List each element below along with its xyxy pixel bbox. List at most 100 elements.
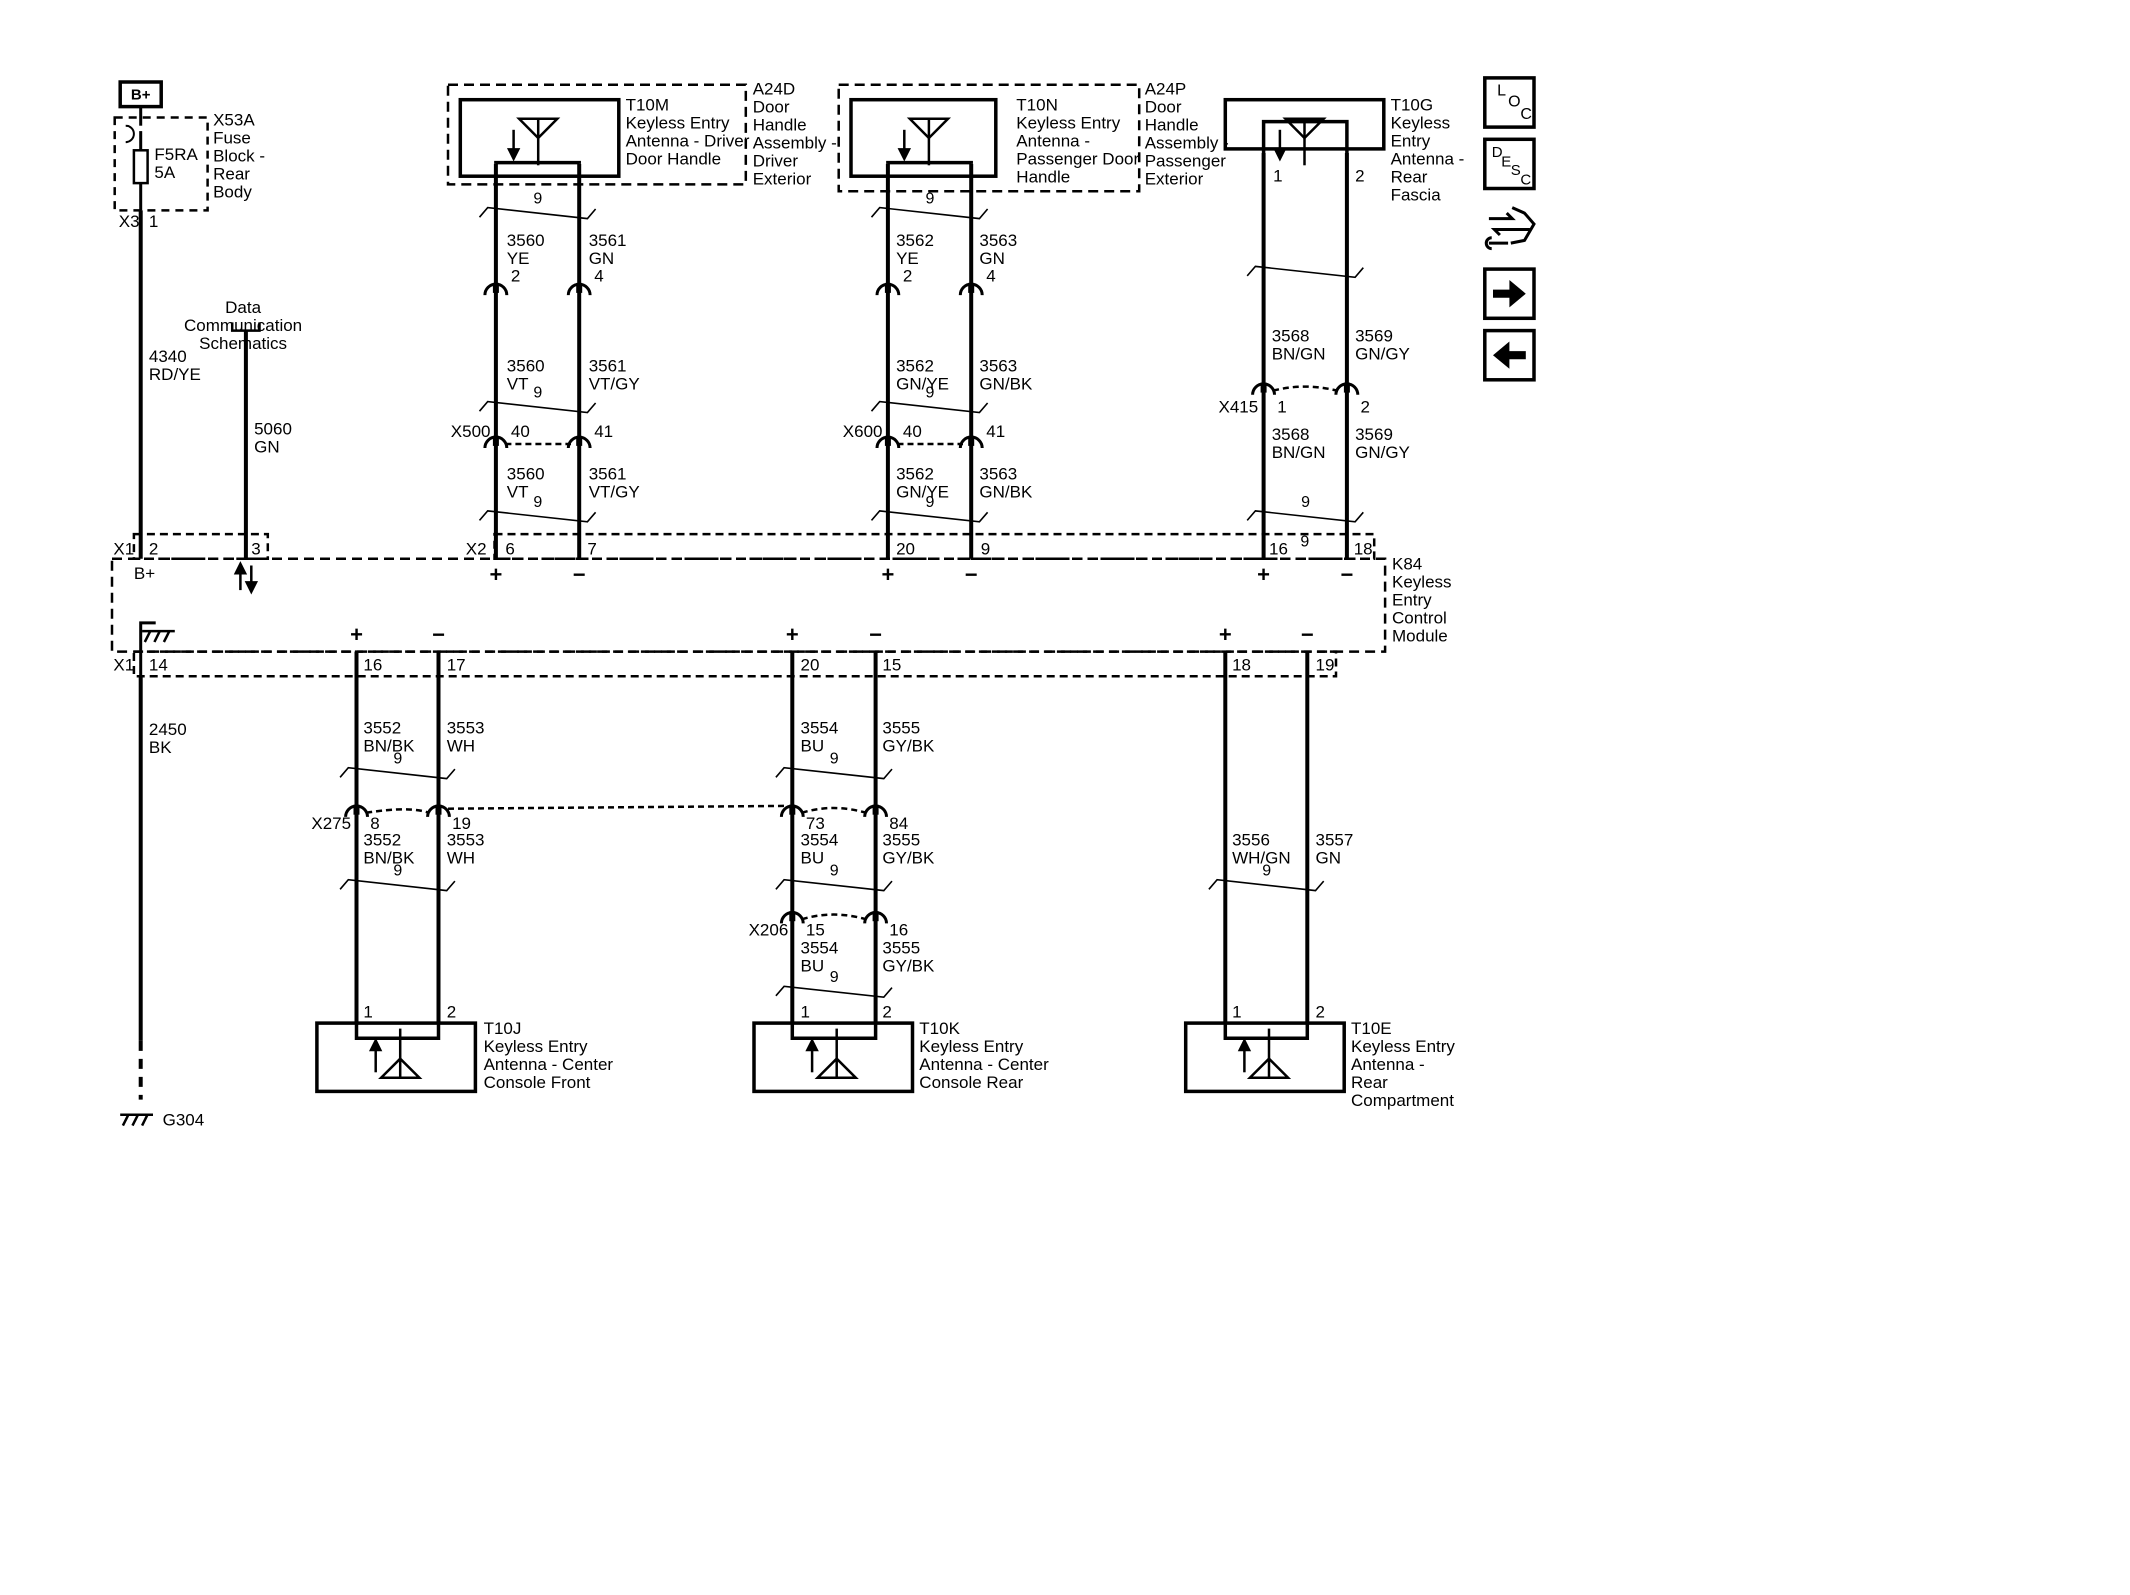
x275-label: X275 — [311, 814, 351, 833]
x600-pin-b-pin — [968, 435, 975, 446]
ccf-wire-top-a-label-line: BN/BK — [363, 737, 415, 756]
passenger-plus: + — [881, 562, 894, 587]
driver-wire-top-b-label-line: GN — [589, 249, 615, 268]
x1-pin-18: 18 — [1232, 656, 1251, 675]
back-button[interactable] — [1483, 328, 1536, 382]
x600-pin-40-line: 40 — [903, 422, 922, 441]
driver-wire-bot-b-label-line: 3561 — [589, 465, 627, 484]
wrench-connector-button[interactable] — [1484, 236, 1509, 251]
rear-component-label-line: T10G — [1391, 96, 1434, 115]
rear-antenna-icon-arrowhead — [1273, 148, 1287, 162]
rc-twist-1 — [1208, 878, 1325, 892]
rear-minus-line: − — [1340, 562, 1353, 587]
dcs-label-line: Data — [225, 298, 261, 317]
rear-pin-1-line: 1 — [1273, 167, 1282, 186]
desc-letter: E — [1501, 154, 1511, 171]
loc-button[interactable]: LOC — [1483, 76, 1536, 129]
driver-component-label-line: T10M — [626, 96, 669, 115]
driver-twist-1-label-line: 9 — [533, 191, 542, 208]
ccf-twist-1 — [339, 766, 456, 780]
ccr-antenna-icon-arrowhead — [805, 1037, 819, 1052]
driver-t10m-conn-a-pin — [492, 282, 499, 293]
driver-twist-1-label: 9 — [533, 191, 542, 208]
ccf-wire-top-b-label-line: 3553 — [447, 719, 485, 738]
x600-pin-41: 41 — [986, 422, 1005, 441]
x275-pin-84: 84 — [889, 814, 908, 833]
ccr-component-label-line: Keyless Entry — [919, 1037, 1023, 1056]
passenger-assembly-label-line: Handle — [1145, 115, 1199, 134]
x275-pin-19: 19 — [452, 814, 471, 833]
driver-wire-mid-a-label-line: VT — [507, 375, 529, 394]
bplus-label: B+ — [131, 87, 151, 104]
x415-bridge — [1272, 385, 1338, 392]
x1-pin-3-line: 3 — [251, 540, 260, 559]
x2-label: X2 — [466, 540, 487, 559]
ccf-wire-bot-b-label-line: WH — [447, 849, 475, 868]
x275-label-line: X275 — [311, 814, 351, 833]
ccf-component-label-line: Console Front — [484, 1073, 591, 1092]
ccr-wire-mid-b-label-line: GY/BK — [882, 849, 935, 868]
ccf-antenna-box — [315, 1021, 478, 1094]
driver-t10m-conn-b-pin — [576, 282, 583, 293]
rc-component-label-line: Rear — [1351, 1073, 1388, 1092]
x1-pin-14-line: 14 — [149, 656, 168, 675]
driver-wire-mid-a-label-line: 3560 — [507, 357, 545, 376]
fuse-label-line: 5A — [154, 163, 175, 182]
ccr-pin-2-line: 2 — [882, 1003, 891, 1022]
x2-pin-16-line: 16 — [1269, 540, 1288, 559]
x1-pin-19: 19 — [1316, 656, 1335, 675]
x1-top-label: X1 — [113, 540, 134, 559]
rear-pin-2-line: 2 — [1355, 167, 1364, 186]
driver-twist-3 — [478, 510, 597, 523]
ccr-pin-2: 2 — [882, 1003, 891, 1022]
rc-component-label-line: Compartment — [1351, 1091, 1454, 1110]
driver-wire-bot-b-label-line: VT/GY — [589, 483, 640, 502]
x3-pin-line: 1 — [149, 212, 158, 231]
x1-pin-15-line: 15 — [882, 656, 901, 675]
loc-letter: C — [1520, 106, 1532, 123]
passenger-t10n-conn-b-pin — [968, 282, 975, 293]
passenger-antenna-box — [849, 97, 998, 178]
x275-pin-84-line: 84 — [889, 814, 908, 833]
rear-pin-1: 1 — [1273, 167, 1282, 186]
fuse-block-outline — [113, 116, 209, 212]
x2-pin-7: 7 — [587, 540, 596, 559]
ccr-twist-1-label-line: 9 — [830, 751, 839, 768]
driver-pin-4-line: 4 — [594, 266, 603, 285]
passenger-twist-1 — [870, 206, 989, 220]
passenger-pin-4-line: 4 — [986, 266, 995, 285]
g304-label: G304 — [163, 1111, 205, 1130]
ccf-twist-2-label: 9 — [393, 863, 402, 880]
ccf-component-label-line: Keyless Entry — [484, 1037, 588, 1056]
passenger-assembly-label-line: Assembly - — [1145, 133, 1229, 152]
x500-pin-41-line: 41 — [594, 422, 613, 441]
rc-wire-b-label-line: 3557 — [1316, 831, 1354, 850]
passenger-wire-bot-b-label-line: 3563 — [979, 465, 1017, 484]
x500-pin-40-line: 40 — [511, 422, 530, 441]
ccr-wire-bot-b-label-line: 3555 — [882, 939, 920, 958]
x415-pin-1-line: 1 — [1277, 398, 1286, 417]
ccr-component-label-line: Antenna - Center — [919, 1055, 1049, 1074]
wire-2450-label-line: BK — [149, 738, 172, 757]
ccr-plus-line: + — [786, 622, 799, 647]
ccr-twist-3-label-line: 9 — [830, 969, 839, 986]
rear-wire-bot-a-label-line: BN/GN — [1272, 443, 1326, 462]
ccf-twist-2 — [339, 878, 456, 892]
passenger-assembly-label-line: Passenger — [1145, 151, 1227, 170]
x275-bridge-2 — [447, 804, 785, 810]
rc-minus: − — [1301, 622, 1314, 647]
forward-button[interactable] — [1483, 267, 1536, 321]
passenger-pin-2-line: 2 — [903, 266, 912, 285]
rc-component-label-line: Keyless Entry — [1351, 1037, 1455, 1056]
module-bplus: B+ — [134, 564, 155, 583]
